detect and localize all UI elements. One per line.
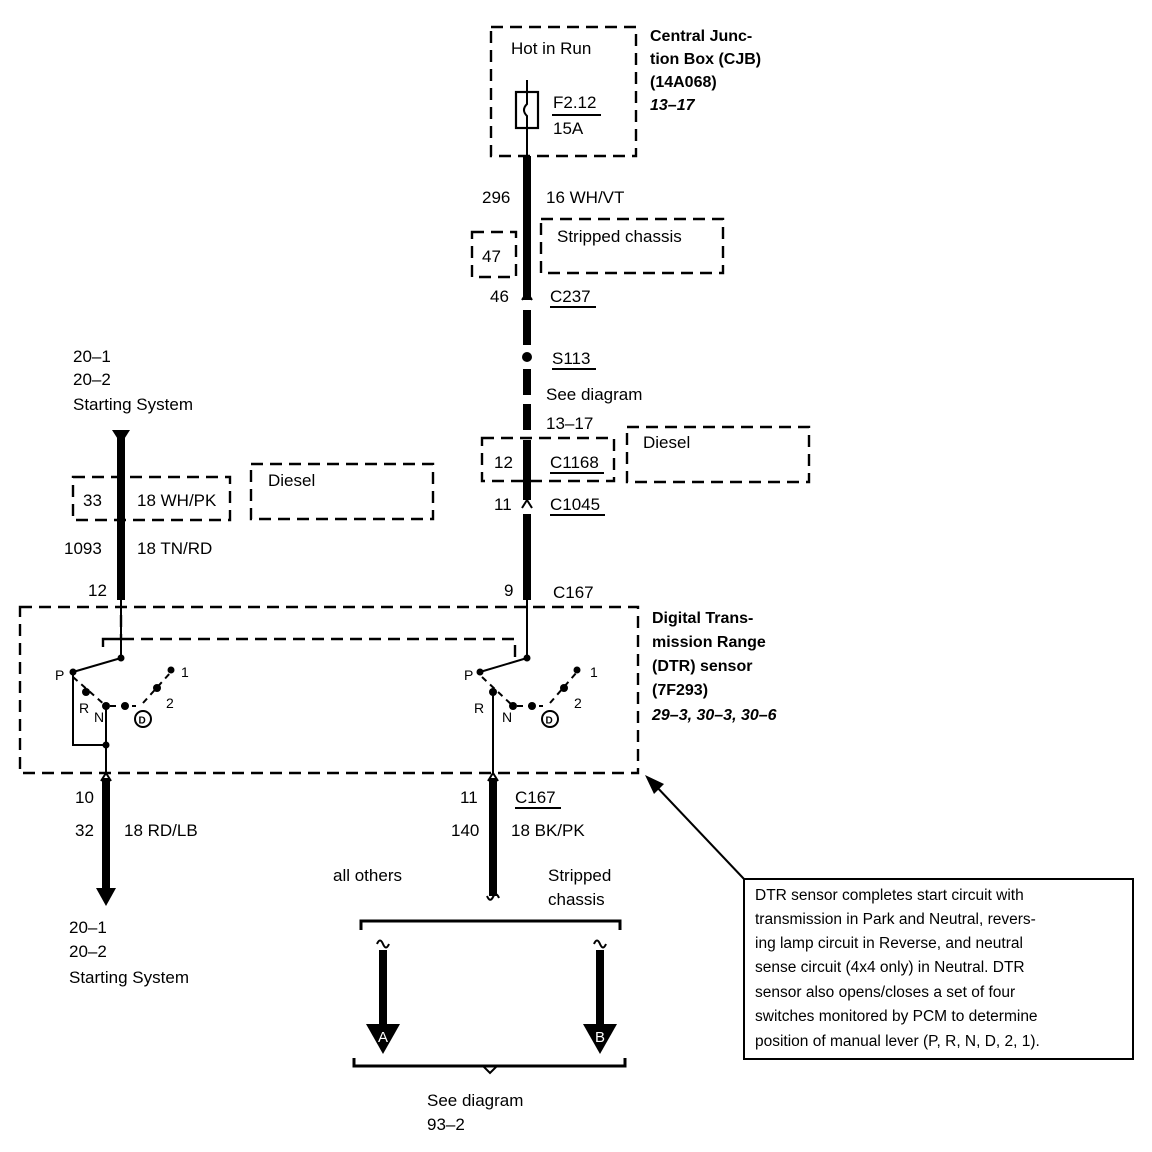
connector-c237: C237 xyxy=(550,287,591,306)
stripped-chassis-box xyxy=(539,217,725,275)
callout-pointer xyxy=(645,775,745,880)
diesel-note-right: Diesel xyxy=(643,433,690,452)
cjb-title-1: Central Junc- xyxy=(650,28,752,45)
left-pos-1: 1 xyxy=(181,664,189,680)
connector-c1045: C1045 xyxy=(550,495,600,514)
stripped-label-2: chassis xyxy=(548,890,605,909)
callout-box xyxy=(743,878,1134,1060)
left-alt-gauge: 18 WH/PK xyxy=(137,491,217,510)
pin-12-c1168: 12 xyxy=(494,453,513,472)
pin-9: 9 xyxy=(504,581,513,600)
right-pos-p: P xyxy=(464,667,473,683)
right-pos-2: 2 xyxy=(574,695,582,711)
wire-18-tnrd: 18 TN/RD xyxy=(137,539,212,558)
see-diagram-bottom-ref: 93–2 xyxy=(427,1115,465,1134)
bottom-left-ref-name: Starting System xyxy=(69,968,189,987)
see-diagram-bottom: See diagram xyxy=(427,1091,523,1110)
splice-s113-dot xyxy=(522,352,532,362)
dtr-title-2: mission Range xyxy=(652,634,766,651)
connector-c1168: C1168 xyxy=(550,453,599,472)
left-pos-n: N xyxy=(94,709,104,725)
dtr-title-1: Digital Trans- xyxy=(652,610,753,627)
splice-s113: S113 xyxy=(552,349,590,368)
left-pos-r: R xyxy=(79,700,89,716)
diesel-box-right xyxy=(625,425,811,484)
pin-11-c1045: 11 xyxy=(494,495,512,514)
right-pos-1: 1 xyxy=(590,664,598,680)
fuse-rating: 15A xyxy=(553,119,584,138)
pin-10: 10 xyxy=(75,788,94,807)
cjb-title-2: tion Box (CJB) xyxy=(650,51,761,68)
connector-c167-bottom: C167 xyxy=(515,788,556,807)
right-pos-r: R xyxy=(474,700,484,716)
wire-18-bkpk: 18 BK/PK xyxy=(511,821,585,840)
bottom-left-ref-2: 20–2 xyxy=(69,942,107,961)
left-pos-p: P xyxy=(55,667,64,683)
see-diagram-ref: 13–17 xyxy=(546,414,593,433)
see-diagram-label: See diagram xyxy=(546,385,642,404)
right-pos-n: N xyxy=(502,709,512,725)
central-junction-box: Hot in Run F2.12 15A xyxy=(489,25,638,158)
arrow-down-icon xyxy=(96,888,116,906)
cjb-title-3: (14A068) xyxy=(650,74,717,91)
fuse-id: F2.12 xyxy=(553,93,596,112)
connector-c167-top: C167 xyxy=(553,583,594,602)
pin-11-bottom: 11 xyxy=(460,788,478,807)
right-pos-d: D xyxy=(546,716,553,727)
callout-line-2: transmission in Park and Neutral, revers… xyxy=(755,911,1036,928)
left-alt-pin-33: 33 xyxy=(83,491,102,510)
dtr-sensor: P R N D 2 1 P R N D 2 1 xyxy=(18,600,640,775)
top-wire xyxy=(521,156,533,600)
wire-16-whvt: 16 WH/VT xyxy=(546,188,624,207)
hot-in-run-label: Hot in Run xyxy=(511,39,591,58)
c1168-box xyxy=(480,436,616,483)
callout-line-1: DTR sensor completes start circuit with xyxy=(755,887,1024,904)
circuit-32: 32 xyxy=(75,821,94,840)
callout-line-7: position of manual lever (P, R, N, D, 2,… xyxy=(755,1033,1040,1050)
circuit-296: 296 xyxy=(482,188,510,207)
left-alt-box xyxy=(71,475,232,522)
arrow-b-label: B xyxy=(595,1029,605,1046)
all-others-label: all others xyxy=(333,866,402,885)
left-ref-1: 20–1 xyxy=(73,347,111,366)
bottom-right-wire xyxy=(352,771,627,1075)
dtr-title-4: (7F293) xyxy=(652,682,708,699)
callout-line-3: ing lamp circuit in Reverse, and neutral xyxy=(755,935,1023,952)
pin-46: 46 xyxy=(490,287,509,306)
dtr-switch-left xyxy=(69,600,175,773)
arrow-a-icon xyxy=(366,1024,400,1054)
callout-line-4: sense circuit (4x4 only) in Neutral. DTR xyxy=(755,959,1025,976)
diesel-box-left xyxy=(249,462,435,521)
cjb-ref: 13–17 xyxy=(650,97,696,114)
arrow-a-label: A xyxy=(378,1029,388,1046)
dtr-refs: 29–3, 30–3, 30–6 xyxy=(651,707,777,724)
pin-12-left: 12 xyxy=(88,581,107,600)
stripped-chassis-note: Stripped chassis xyxy=(557,227,682,246)
alt-pin-box xyxy=(470,230,518,279)
circuit-1093: 1093 xyxy=(64,539,102,558)
dtr-title-3: (DTR) sensor xyxy=(652,658,752,675)
diesel-note-left: Diesel xyxy=(268,471,315,490)
circuit-140: 140 xyxy=(451,821,479,840)
callout-line-6: switches monitored by PCM to determine xyxy=(755,1008,1038,1025)
left-pos-d: D xyxy=(139,716,146,727)
left-pos-2: 2 xyxy=(166,695,174,711)
bottom-left-ref-1: 20–1 xyxy=(69,918,107,937)
left-ref-name: Starting System xyxy=(73,395,193,414)
alt-pin-47: 47 xyxy=(482,247,501,266)
stripped-label-1: Stripped xyxy=(548,866,611,885)
bottom-left-wire xyxy=(96,771,116,906)
fuse-icon xyxy=(514,80,540,156)
left-ref-2: 20–2 xyxy=(73,370,111,389)
wire-18-rdlb: 18 RD/LB xyxy=(124,821,198,840)
dtr-switch-right xyxy=(476,600,581,773)
callout-line-5: sensor also opens/closes a set of four xyxy=(755,984,1015,1001)
left-wire xyxy=(112,430,130,600)
arrow-b-icon xyxy=(583,1024,617,1054)
